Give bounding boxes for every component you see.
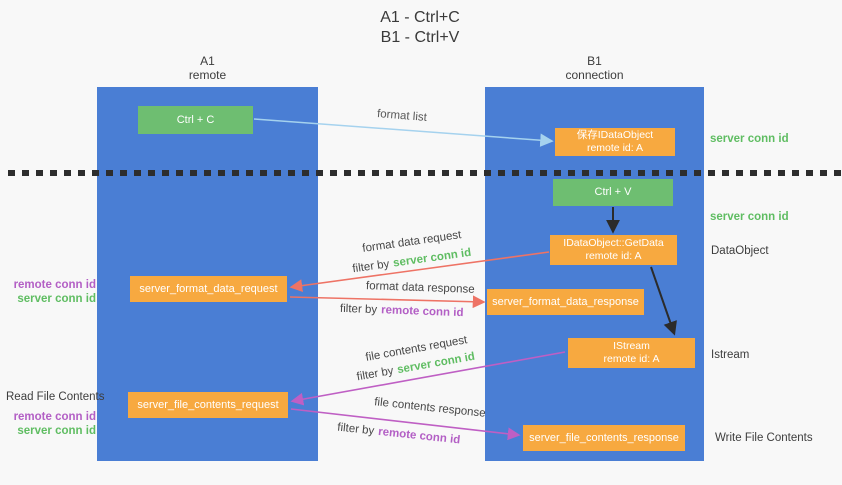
title-line-1: A1 - Ctrl+C [380,9,460,26]
node-istream: IStream remote id: A [568,338,695,368]
node-ctrl-v-label: Ctrl + V [594,186,632,198]
lifeline-a1-name: A1 [200,54,215,68]
edge-label-format-data-response: format data response [365,280,475,296]
node-getdata-line2: remote id: A [585,250,642,262]
lifeline-header-a1: A1 remote [97,54,318,82]
node-server-file-contents-response-label: server_file_contents_response [529,431,679,444]
node-save-dataobject: 保存IDataObject remote id: A [555,128,675,156]
node-server-format-data-response: server_format_data_response [487,289,644,315]
node-ctrl-c-label: Ctrl + C [176,113,215,126]
filter-by-text: filter by [339,302,378,317]
filter-by-text: filter by [351,258,391,276]
filter-by-text: filter by [336,421,375,438]
node-server-file-contents-response: server_file_contents_response [523,425,685,451]
node-istream-line1: IStream [613,340,650,352]
filter-by-text: filter by [355,365,395,384]
format-data-response-arrow [289,295,486,309]
remote-conn-id-key: remote conn id [377,425,461,447]
node-server-format-data-response-label: server_format_data_response [492,295,639,308]
annotation-format-server-conn-id: server conn id [17,293,96,305]
node-server-file-contents-request-label: server_file_contents_request [137,398,279,411]
annotation-file-remote-conn-id: remote conn id [13,411,96,423]
node-ctrl-c: Ctrl + C [138,106,253,134]
node-getdata: IDataObject::GetData remote id: A [550,235,677,265]
node-server-format-data-request-label: server_format_data_request [139,282,278,295]
annotation-write-file-contents: Write File Contents [715,432,813,444]
lifeline-b1-role: connection [565,68,624,82]
annotation-server-conn-id-mid: server conn id [710,211,789,223]
server-conn-id-key: server conn id [392,246,472,270]
title-line-2: B1 - Ctrl+V [380,29,460,46]
node-server-file-contents-request: server_file_contents_request [128,392,288,418]
annotation-dataobject: DataObject [711,245,769,257]
edge-label-format-list: format list [376,108,428,124]
node-save-dataobject-line1: 保存IDataObject [576,129,654,141]
remote-conn-id-key: remote conn id [380,304,464,320]
annotation-istream: Istream [711,349,750,361]
diagram-title: A1 - Ctrl+C B1 - Ctrl+V [320,8,520,48]
annotation-server-conn-id-top: server conn id [710,133,789,145]
lifeline-a1-role: remote [188,68,227,82]
annotation-format-remote-conn-id: remote conn id [13,279,96,291]
lifeline-b1-name: B1 [587,54,602,68]
node-save-dataobject-line2: remote id: A [586,142,643,154]
annotation-file-server-conn-id: server conn id [17,425,96,437]
node-ctrl-v: Ctrl + V [553,179,673,206]
edge-label-file-contents-response: file contents response [373,396,487,420]
node-istream-line2: remote id: A [603,353,660,365]
lifeline-header-b1: B1 connection [485,54,704,82]
node-getdata-line1: IDataObject::GetData [563,237,664,249]
annotation-read-file-contents: Read File Contents [6,391,105,403]
node-server-format-data-request: server_format_data_request [130,276,287,302]
